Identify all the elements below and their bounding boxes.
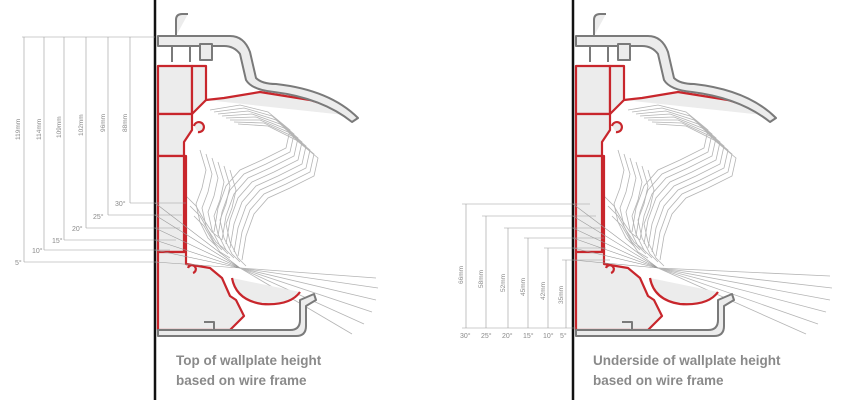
- left-wire-frame: [185, 104, 379, 335]
- left-angle-label-25: 25°: [93, 213, 104, 221]
- right-height-label-45: 45mm: [520, 278, 527, 296]
- right-angle-label-30: 30°: [460, 332, 471, 340]
- right-height-dimensions: [462, 203, 659, 329]
- right-height-label-58: 58mm: [478, 270, 485, 288]
- left-red-profile: [156, 64, 355, 332]
- left-caption-line2: based on wire frame: [176, 373, 307, 388]
- left-caption-line1: Top of wallplate height: [176, 353, 322, 368]
- right-caption-line1: Underside of wallplate height: [593, 353, 781, 368]
- right-grey-profile: [575, 13, 777, 337]
- left-height-label-102: 102mm: [78, 114, 85, 136]
- right-angle-label-20: 20°: [502, 332, 513, 340]
- right-height-label-42: 42mm: [540, 282, 547, 300]
- left-height-dimensions: [22, 36, 241, 269]
- right-height-label-66: 66mm: [458, 266, 465, 284]
- left-angle-label-30: 30°: [115, 200, 126, 208]
- right-height-label-35: 35mm: [558, 286, 565, 304]
- left-height-label-114: 114mm: [36, 119, 43, 140]
- left-height-label-88: 88mm: [122, 114, 129, 132]
- right-caption-line2: based on wire frame: [593, 373, 724, 388]
- left-grey-profile: [157, 13, 359, 337]
- right-angle-label-5: 5°: [560, 332, 567, 340]
- right-angle-label-10: 10°: [543, 332, 554, 340]
- right-angle-label-25: 25°: [481, 332, 492, 340]
- left-panel: 119mm 114mm 109mm 102mm 96mm 88mm 30° 25…: [15, 0, 379, 400]
- right-panel: 66mm 58mm 52mm 45mm 42mm 35mm 30° 25° 20…: [458, 0, 833, 400]
- left-angle-label-15: 15°: [52, 237, 63, 245]
- left-height-label-109: 109mm: [56, 116, 63, 138]
- right-height-label-52: 52mm: [500, 274, 507, 292]
- left-angle-label-5: 5°: [15, 259, 22, 267]
- right-angle-label-15: 15°: [523, 332, 534, 340]
- right-wire-frame: [603, 104, 833, 335]
- left-height-label-96: 96mm: [100, 114, 107, 132]
- left-angle-label-20: 20°: [72, 225, 83, 233]
- left-angle-label-10: 10°: [32, 247, 43, 255]
- left-height-label-119: 119mm: [15, 119, 22, 140]
